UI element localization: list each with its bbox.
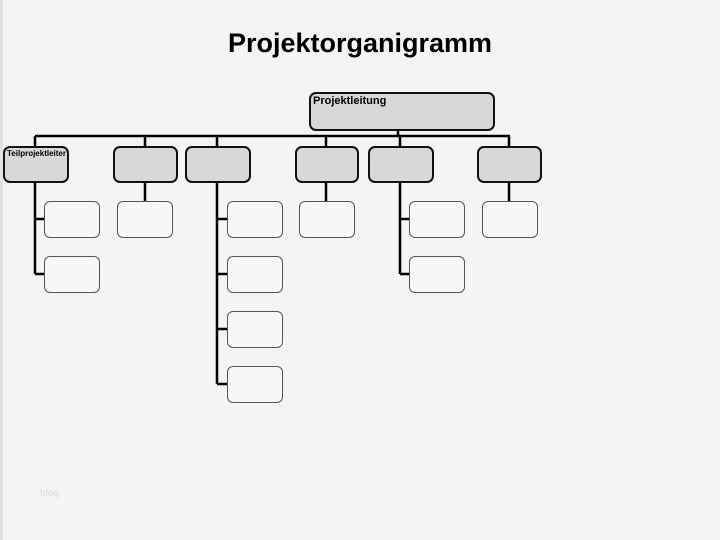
level1-node[interactable]	[295, 146, 359, 183]
level1-node[interactable]	[113, 146, 178, 183]
page-edge	[0, 0, 3, 540]
child-node[interactable]	[117, 201, 173, 238]
root-node[interactable]: Projektleitung	[309, 92, 495, 131]
child-node[interactable]	[44, 201, 100, 238]
level1-node[interactable]	[185, 146, 251, 183]
child-node[interactable]	[409, 256, 465, 293]
child-node[interactable]	[44, 256, 100, 293]
child-node[interactable]	[227, 256, 283, 293]
child-node[interactable]	[227, 311, 283, 348]
child-node[interactable]	[299, 201, 355, 238]
child-node[interactable]	[227, 366, 283, 403]
page-title: Projektorganigramm	[227, 28, 493, 58]
child-node[interactable]	[227, 201, 283, 238]
child-node[interactable]	[482, 201, 538, 238]
level1-node[interactable]: Teilprojektleiter	[3, 146, 69, 183]
level1-node[interactable]	[368, 146, 434, 183]
level1-node[interactable]	[477, 146, 542, 183]
watermark: blog	[40, 488, 59, 499]
child-node[interactable]	[409, 201, 465, 238]
